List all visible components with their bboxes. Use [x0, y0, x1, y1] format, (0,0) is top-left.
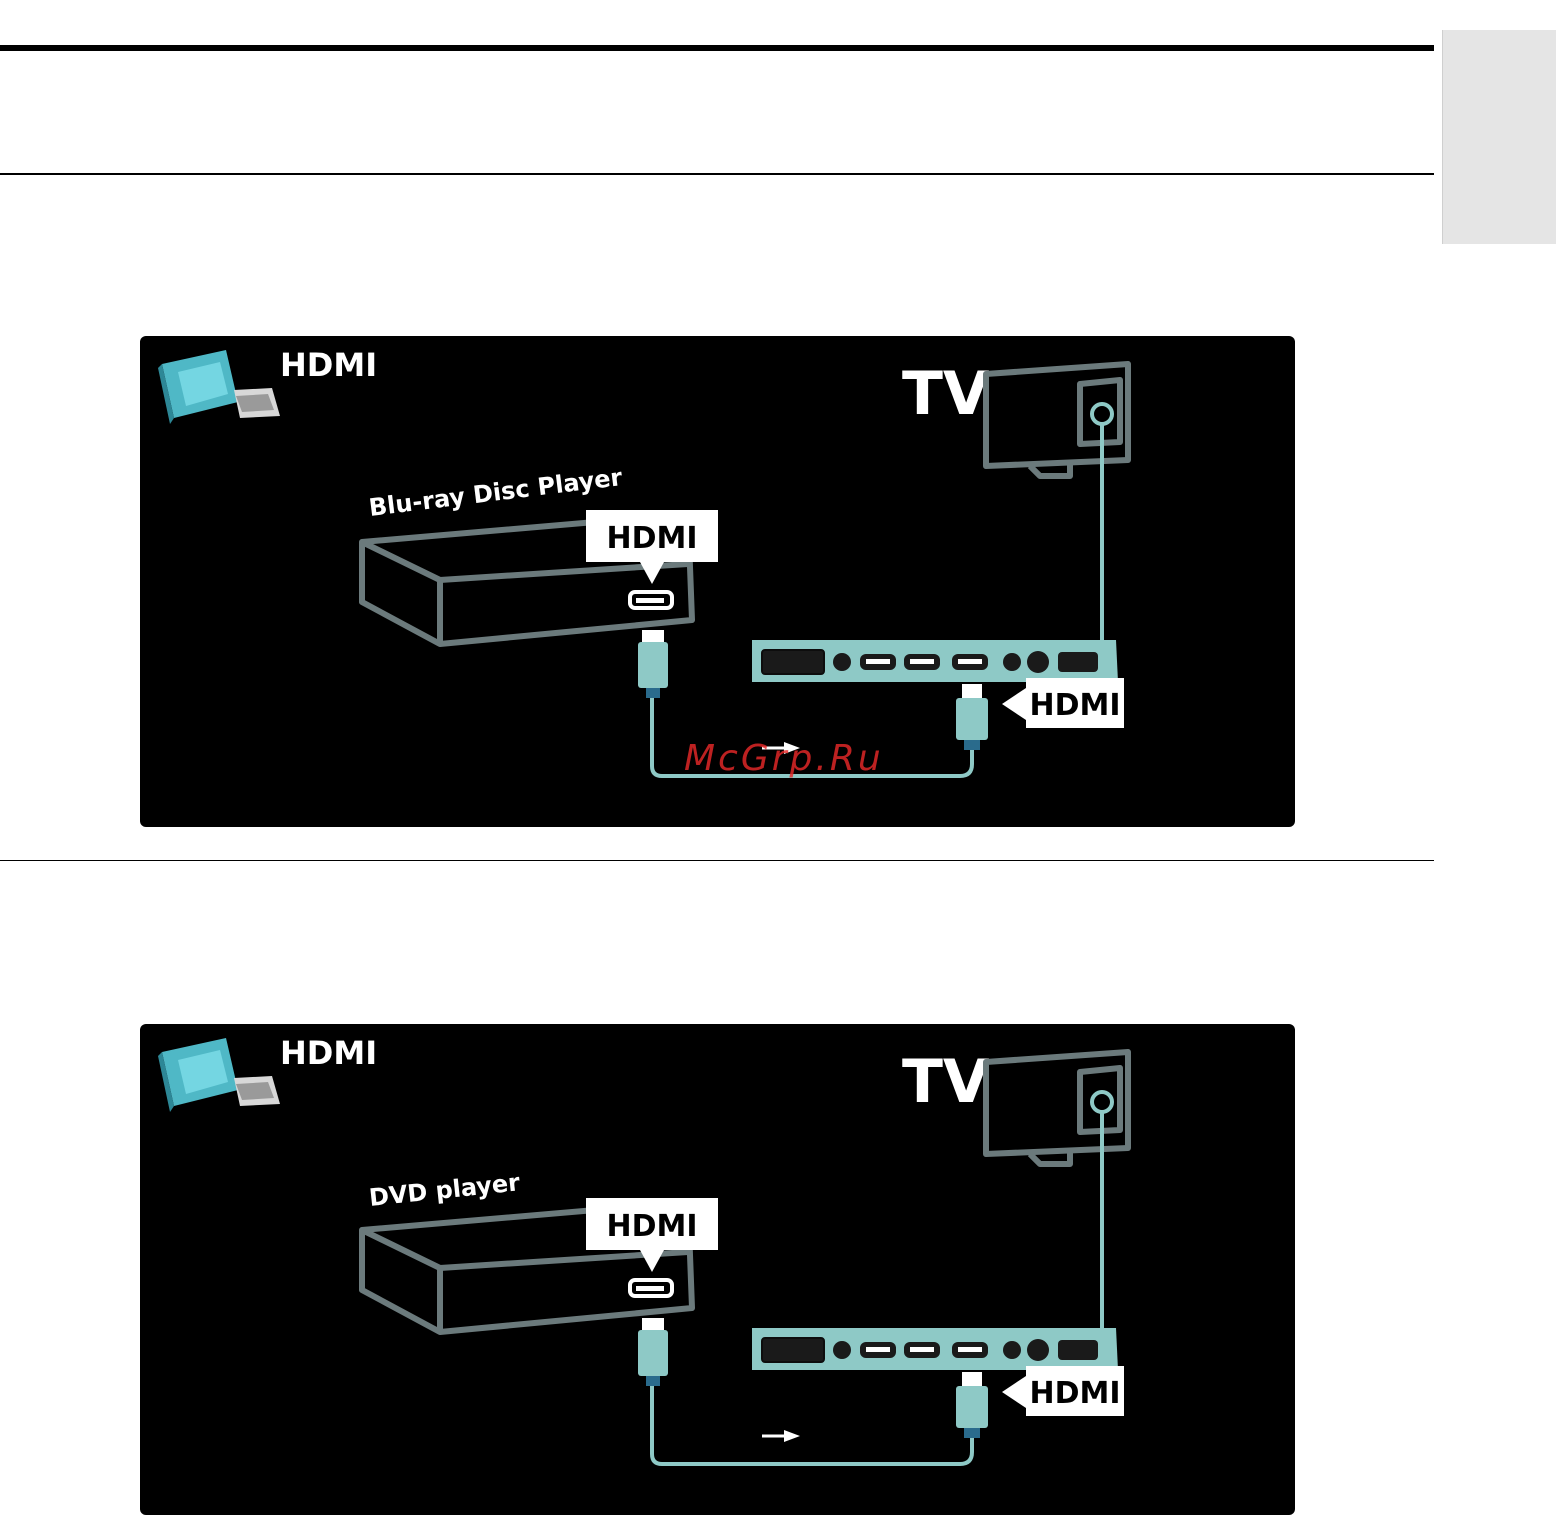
device-port-label: HDMI [606, 521, 697, 556]
device-label: Blu-ray Disc Player [367, 463, 624, 522]
hdmi-cable [652, 1386, 972, 1464]
device-hdmi-callout: HDMI [586, 1198, 718, 1272]
device-hdmi-connector [638, 630, 668, 698]
diagram-svg: HDMI TV DVD player HDMI [140, 1024, 1295, 1515]
device-hdmi-connector [638, 1318, 668, 1386]
tv-hdmi-connector [956, 1372, 988, 1438]
tv-hdmi-callout: HDMI [1002, 678, 1124, 728]
tv-icon [986, 1052, 1128, 1164]
device-hdmi-callout: HDMI [586, 510, 718, 584]
section-rule [0, 860, 1434, 861]
header-rule [0, 173, 1434, 175]
tv-hdmi-callout: HDMI [1002, 1366, 1124, 1416]
tv-hdmi-connector [956, 684, 988, 750]
tv-connector-panel [752, 1328, 1118, 1370]
tv-port-label: HDMI [1029, 688, 1120, 723]
device-port-label: HDMI [606, 1209, 697, 1244]
connection-diagram-dvd: HDMI TV DVD player HDMI [140, 1024, 1295, 1515]
top-rule [0, 45, 1434, 51]
tv-label: TV [902, 359, 990, 429]
tv-connector-panel [752, 640, 1118, 682]
tv-icon [986, 364, 1128, 476]
tv-label: TV [902, 1047, 990, 1117]
hdmi-plug-icon [158, 1038, 280, 1112]
device-label: DVD player [368, 1168, 522, 1212]
hdmi-title: HDMI [280, 346, 377, 384]
watermark: McGrp.Ru [684, 738, 884, 779]
direction-arrow-icon [762, 1430, 800, 1442]
hdmi-plug-icon [158, 350, 280, 424]
hdmi-title: HDMI [280, 1034, 377, 1072]
side-tab [1442, 30, 1556, 244]
tv-port-label: HDMI [1029, 1376, 1120, 1411]
